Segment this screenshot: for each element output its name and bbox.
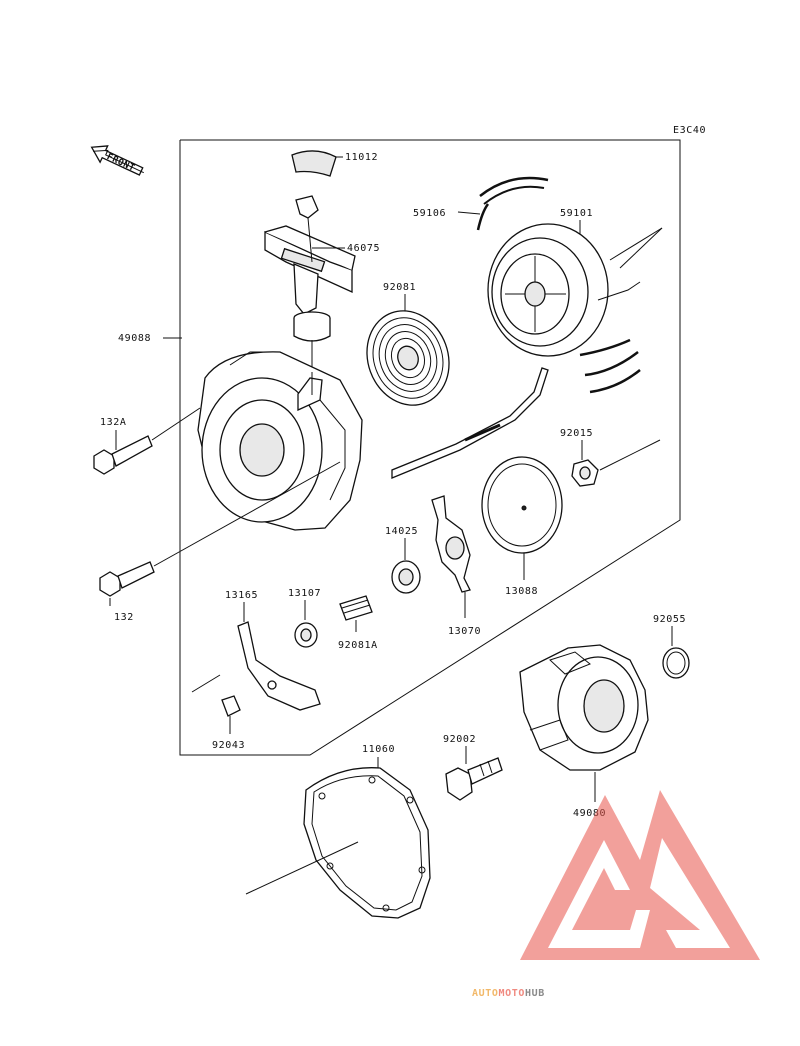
label-59106: 59106 xyxy=(413,208,446,219)
starter-rope-guide xyxy=(391,367,549,479)
part-13088-plate: 13088 xyxy=(481,456,563,597)
automotohub-wordmark: AUTOMOTOHUB xyxy=(472,988,545,999)
wordmark-moto: MOTO xyxy=(498,988,524,999)
part-14025: 14025 xyxy=(385,526,421,594)
part-132A: 132A xyxy=(93,407,201,475)
label-92081: 92081 xyxy=(383,282,416,293)
assembly-frame xyxy=(179,139,681,756)
part-132: 132 xyxy=(99,461,341,623)
wordmark-hub: HUB xyxy=(525,988,545,999)
part-92015: 92015 xyxy=(560,428,661,487)
front-arrow-icon: FRONT xyxy=(90,145,144,176)
diagram-code: E3C40 xyxy=(673,125,706,136)
label-46075: 46075 xyxy=(347,243,380,254)
part-13165-pawl: 13165 xyxy=(191,590,321,711)
part-92055-o-ring: 92055 xyxy=(653,614,690,679)
automotohub-logo-icon xyxy=(520,790,760,960)
label-11012: 11012 xyxy=(345,152,378,163)
label-13088: 13088 xyxy=(505,586,538,597)
label-132A: 132A xyxy=(100,417,126,428)
wordmark-auto: AUTO xyxy=(472,988,498,999)
label-13165: 13165 xyxy=(225,590,258,601)
label-132: 132 xyxy=(114,612,134,623)
part-13070: 13070 xyxy=(431,495,481,637)
part-11012: 11012 xyxy=(291,150,378,177)
label-11060: 11060 xyxy=(362,744,395,755)
starter-housing xyxy=(197,351,363,531)
part-92081-spring: 92081 xyxy=(366,282,450,406)
part-92002-bolt: 92002 xyxy=(443,734,503,801)
part-92043: 92043 xyxy=(212,695,245,751)
label-14025: 14025 xyxy=(385,526,418,537)
label-92055: 92055 xyxy=(653,614,686,625)
label-92002: 92002 xyxy=(443,734,476,745)
label-92081A: 92081A xyxy=(338,640,378,651)
label-49088: 49088 xyxy=(118,333,151,344)
front-label: FRONT xyxy=(105,152,137,174)
label-92043: 92043 xyxy=(212,740,245,751)
part-59106-rope: 59106 xyxy=(413,176,641,394)
part-49088: 49088 xyxy=(118,333,182,344)
part-13107: 13107 xyxy=(288,588,321,648)
part-11060-gasket: 11060 xyxy=(245,744,431,919)
label-13107: 13107 xyxy=(288,588,321,599)
part-46075-handle: 46075 xyxy=(264,195,380,315)
label-13070: 13070 xyxy=(448,626,481,637)
part-49080-pulley: 49080 xyxy=(519,644,649,819)
part-92081A-spring: 92081A xyxy=(338,595,378,651)
label-59101: 59101 xyxy=(560,208,593,219)
label-49080: 49080 xyxy=(573,808,606,819)
part-59101-reel: 59101 xyxy=(487,208,663,357)
label-92015: 92015 xyxy=(560,428,593,439)
